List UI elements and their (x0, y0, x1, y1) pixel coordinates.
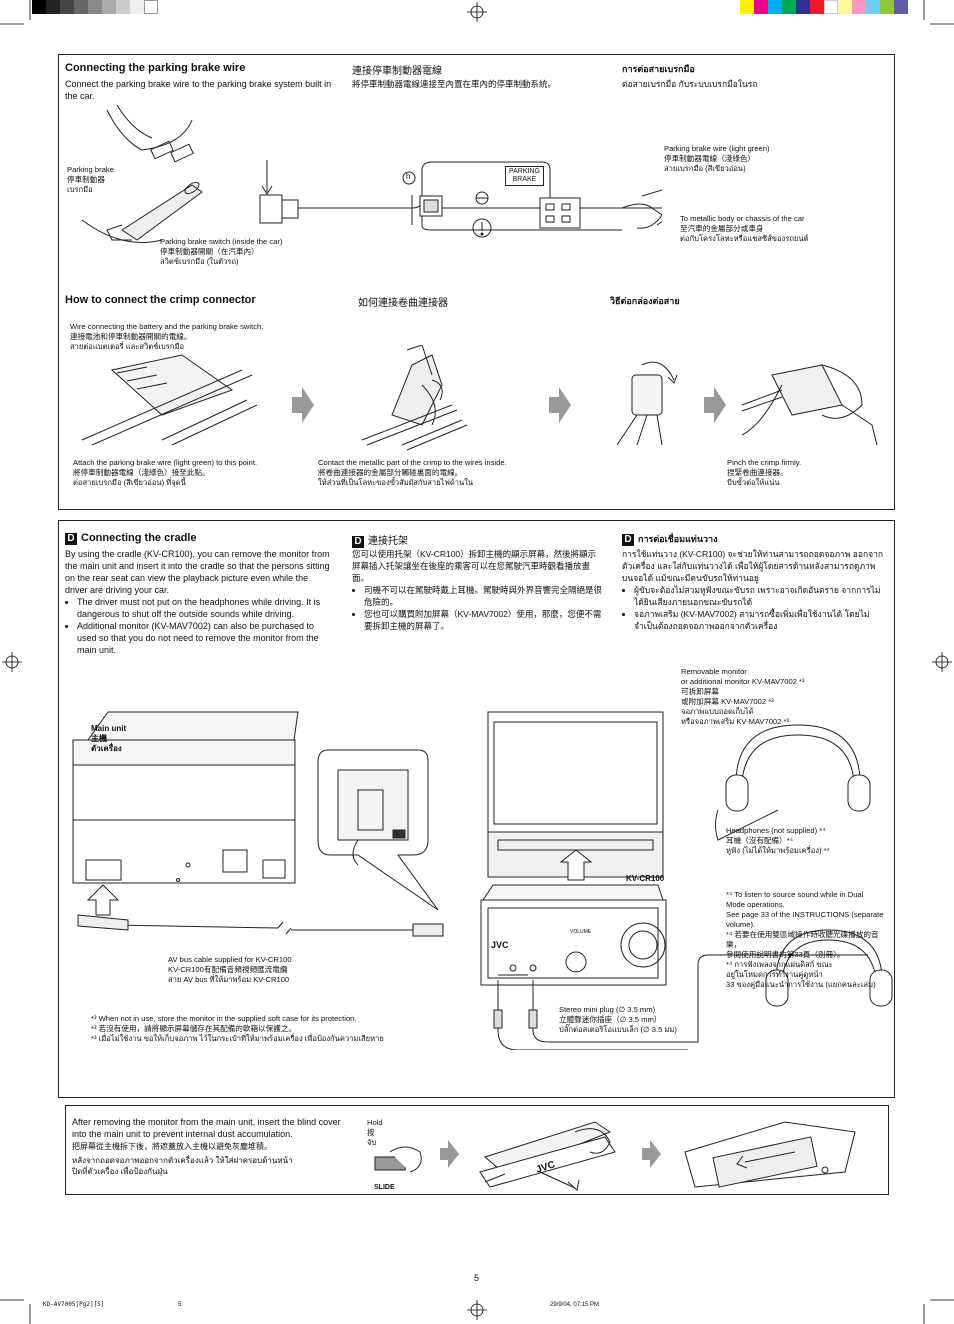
crimp-contact-label: Contact the metallic part of the crimp t… (318, 458, 507, 487)
main-unit-label: Main unit 主機 ตัวเครื่อง (91, 724, 127, 753)
monitor-label: Removable monitor or additional monitor … (681, 667, 805, 726)
cradle-title-zh-text: 連接托架 (368, 536, 408, 547)
cradle-section (58, 520, 895, 1098)
timestamp: 29/9/04, 07:15 PM (550, 1302, 600, 1308)
cradle-marker: D (65, 533, 77, 545)
cradle-bullet-zh-1: 司機不可以在駕駛時戴上耳機。駕駛時與外界音響完全隔絕是很危險的。 (364, 584, 604, 608)
crimp-diagram (81, 345, 878, 451)
avbus-cable-label: AV bus cable supplied for KV-CR100 KV-CR… (168, 955, 292, 984)
crimp-attach-label: Attach the parking brake wire (light gre… (73, 458, 258, 487)
parking-brake-diagram (81, 104, 662, 243)
parking-wire-label: Parking brake wire (light green) 停車制動器電線… (664, 144, 770, 173)
cradle-diagram (72, 711, 893, 1050)
cradle-title-th-text: การต่อเชื่อมแท่นวาง (638, 534, 718, 544)
cradle-body-en: By using the cradle (KV-CR100), you can … (65, 548, 333, 656)
parking-brake-section (58, 54, 895, 510)
footer-center-number: 5 (178, 1302, 182, 1308)
parking-body-en: Connect the parking brake wire to the pa… (65, 79, 332, 101)
cradle-title-text: Connecting the cradle (81, 532, 197, 544)
crimp-title-en: How to connect the crimp connector (65, 294, 256, 306)
hold-label: Hold 按 จับ (367, 1118, 383, 1147)
parking-switch-label: Parking brake switch (inside the car) 停車… (160, 237, 283, 266)
blind-body-en: After removing the monitor from the main… (72, 1117, 341, 1139)
cradle-bullet-th-2: จอภาพเสริม (KV-MAV7002) สามารถซื้อเพิ่มเ… (634, 608, 884, 632)
cradle-model-label: KV-CR100 (626, 874, 665, 883)
cradle-body-th: การใช้แท่นวาง (KV-CR100) จะช่วยให้ท่านสา… (622, 548, 884, 632)
file-code: KD-AV7005[Pg2][S] (43, 1301, 105, 1308)
cradle-body-th-text: การใช้แท่นวาง (KV-CR100) จะช่วยให้ท่านสา… (622, 549, 884, 583)
cradle-title-zh: D 連接托架 (352, 532, 408, 548)
cradle-marker-zh: D (352, 536, 364, 548)
cradle-title-en: D Connecting the cradle (65, 532, 197, 545)
parking-body-zh: 將停車制動器電線連接至內置在車內的停車制動系統。 (352, 79, 557, 89)
cradle-marker-th: D (622, 534, 634, 546)
blind-body-zh: 把屏幕從主機拆下後，將遮蓋放入主機以避免灰塵堆積。 (72, 1142, 272, 1151)
parking-brake-label: Parking brake 停車制動器 เบรกมือ (67, 165, 114, 194)
parking-connector-label: PARKING BRAKE (505, 166, 544, 186)
parking-title-en: Connecting the parking brake wire (65, 62, 246, 74)
blind-cover-section (65, 1105, 889, 1195)
headphones-label: Headphones (not supplied) *⁴ 耳機（沒有配備）*⁴ … (726, 826, 830, 855)
parking-title-zh: 連接停車制動器電線 (352, 66, 442, 77)
parking-title-th: การต่อสายเบรกมือ (622, 64, 695, 74)
page-number: 5 (474, 1273, 480, 1283)
cradle-brand: JVC (491, 940, 509, 950)
cradle-body-zh-text: 您可以使用托架（KV-CR100）拆卸主機的顯示屏幕，然後將顯示屏幕插入托架讓坐… (352, 549, 597, 583)
note-4: *⁴ To listen to source sound while in Du… (726, 890, 884, 989)
blind-body-th: หลังจากถอดจอภาพออกจากตัวเครื่องแล้ว ให้ใ… (72, 1156, 293, 1176)
parking-ref-h: h (406, 172, 411, 181)
crimp-pinch-label: Pinch the crimp firmly. 捏緊卷曲連接器。 บีบขั้ว… (727, 458, 802, 487)
cradle-bullet-zh-2: 您也可以購買附加屏幕（KV-MAV7002）使用，那麼，您便不需要拆卸主機的屏幕… (364, 608, 604, 632)
cradle-bullet-th-1: ผู้ขับจะต้องไม่สวมหูฟังขณะขับรถ เพราะอาจ… (634, 584, 884, 608)
parking-body-th: ต่อสายเบรกมือ กับระบบเบรกมือในรถ (622, 79, 758, 89)
cradle-knob-label: VOLUME (570, 929, 592, 935)
stereo-plug-label: Stereo mini plug (∅ 3.5 mm) 立體聲迷你插座（∅ 3.… (559, 1005, 677, 1034)
crimp-battery-label: Wire connecting the battery and the park… (70, 322, 264, 351)
slide-label: SLIDE (374, 1184, 395, 1191)
cradle-bullet-1: The driver must not put on the headphone… (77, 596, 333, 620)
registration-bar (32, 0, 158, 14)
crimp-title-th: วิธีต่อกล่องต่อสาย (610, 296, 680, 306)
cradle-bullet-2: Additional monitor (KV-MAV7002) can also… (77, 620, 333, 656)
crimp-title-zh: 如何連接卷曲連接器 (358, 298, 448, 309)
blind-cover-diagram (374, 1121, 856, 1191)
cradle-body-text: By using the cradle (KV-CR100), you can … (65, 549, 330, 595)
cradle-body-zh: 您可以使用托架（KV-CR100）拆卸主機的顯示屏幕，然後將顯示屏幕插入托架讓坐… (352, 548, 604, 632)
note-3: *³ When not in use, store the monitor in… (91, 1014, 384, 1043)
color-bar (740, 0, 908, 14)
cradle-title-th: D การต่อเชื่อมแท่นวาง (622, 532, 718, 546)
parking-chassis-label: To metallic body or chassis of the car 至… (680, 214, 809, 243)
